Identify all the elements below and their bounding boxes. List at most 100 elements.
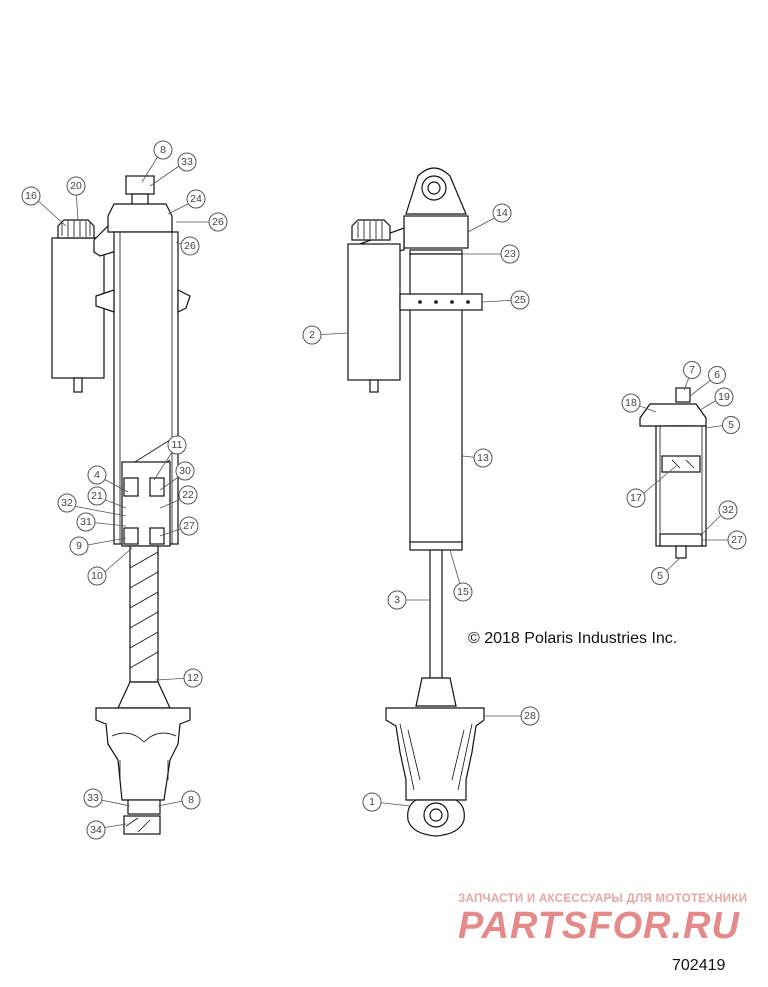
callout-10: 10 <box>87 566 107 586</box>
watermark-logo: PARTSFOR.RU <box>458 905 740 947</box>
svg-text:20: 20 <box>70 180 82 192</box>
left-reservoir-valve <box>73 377 83 393</box>
svg-text:26: 26 <box>184 240 196 252</box>
callout-26-a: 26 <box>208 212 228 232</box>
svg-text:23: 23 <box>504 248 516 260</box>
callout-16: 16 <box>21 186 41 206</box>
callout-8-bottom: 8 <box>181 790 201 810</box>
svg-text:28: 28 <box>524 710 536 722</box>
callout-22: 22 <box>178 485 198 505</box>
left-lower-clevis <box>95 707 191 801</box>
svg-text:27: 27 <box>183 520 195 532</box>
callout-33-bottom: 33 <box>83 788 103 808</box>
left-shaft <box>129 545 159 683</box>
callout-34: 34 <box>86 820 106 840</box>
callout-20: 20 <box>66 176 86 196</box>
center-shock-assembly <box>347 167 485 837</box>
center-top-eye-inner <box>427 181 441 195</box>
left-shock-assembly <box>51 175 191 835</box>
center-reservoir-cap <box>351 219 391 241</box>
right-end-cap <box>659 533 703 547</box>
right-bottom-valve <box>675 545 687 559</box>
svg-text:33: 33 <box>181 156 193 168</box>
callout-5-bottom: 5 <box>651 567 669 585</box>
svg-text:10: 10 <box>91 570 103 582</box>
callout-27-left: 27 <box>179 516 199 536</box>
callout-24: 24 <box>186 189 206 209</box>
svg-text:3: 3 <box>394 594 400 606</box>
left-top-mount <box>107 203 173 233</box>
callout-25: 25 <box>510 290 530 310</box>
callout-1: 1 <box>362 792 382 812</box>
svg-text:4: 4 <box>94 469 100 481</box>
left-bumper-l <box>95 289 115 313</box>
diagram-number: 702419 <box>672 957 726 974</box>
callout-19: 19 <box>714 387 734 407</box>
callout-17: 17 <box>626 488 646 508</box>
left-bumper-r <box>177 289 191 313</box>
callout-3: 3 <box>387 590 407 610</box>
leader-lines <box>35 152 732 830</box>
callout-30: 30 <box>175 461 195 481</box>
callout-15: 15 <box>453 582 473 602</box>
svg-text:30: 30 <box>179 465 191 477</box>
svg-text:25: 25 <box>514 294 526 306</box>
watermark-subtitle: ЗАПЧАСТИ И АКСЕССУАРЫ ДЛЯ МОТОТЕХНИКИ <box>458 893 748 905</box>
callout-32-left: 32 <box>57 493 77 513</box>
callout-27-right: 27 <box>727 530 747 550</box>
callout-6: 6 <box>708 366 726 384</box>
callout-5-top: 5 <box>722 416 740 434</box>
right-reservoir-body <box>655 425 707 547</box>
copyright-notice: © 2018 Polaris Industries Inc. <box>468 630 678 647</box>
callout-4: 4 <box>87 465 107 485</box>
callout-33-top: 33 <box>177 152 197 172</box>
svg-text:11: 11 <box>172 439 183 451</box>
svg-text:1: 1 <box>369 796 375 808</box>
right-reservoir-assembly <box>639 387 707 559</box>
center-lower-clevis <box>385 707 485 801</box>
left-lower-bracket <box>117 681 171 709</box>
callout-32-right: 32 <box>718 500 738 520</box>
left-reservoir <box>51 237 105 379</box>
callout-12: 12 <box>183 668 203 688</box>
center-bottom-eye-inner <box>429 808 443 822</box>
svg-text:8: 8 <box>188 794 194 806</box>
callout-8-top: 8 <box>153 140 173 160</box>
callout-18: 18 <box>621 393 641 413</box>
left-bottom-bearing <box>127 799 161 815</box>
svg-text:22: 22 <box>182 489 194 501</box>
callout-23: 23 <box>500 244 520 264</box>
svg-text:15: 15 <box>457 586 469 598</box>
svg-text:32: 32 <box>722 504 734 516</box>
svg-text:18: 18 <box>625 397 637 409</box>
left-top-bearing <box>125 175 155 195</box>
callout-26-b: 26 <box>180 236 200 256</box>
svg-text:17: 17 <box>630 492 642 504</box>
center-shaft <box>429 549 443 679</box>
svg-text:9: 9 <box>76 540 82 552</box>
svg-text:33: 33 <box>87 792 99 804</box>
center-lower-bumper <box>415 677 457 707</box>
svg-text:7: 7 <box>689 364 695 376</box>
svg-text:19: 19 <box>718 391 730 403</box>
center-seal-cap <box>409 541 463 551</box>
callout-2: 2 <box>302 325 322 345</box>
callout-9: 9 <box>69 536 89 556</box>
svg-text:12: 12 <box>187 672 199 684</box>
svg-text:34: 34 <box>90 824 102 836</box>
callout-21: 21 <box>87 486 107 506</box>
svg-text:31: 31 <box>80 516 92 528</box>
center-reservoir-valve <box>369 379 379 393</box>
right-floating-piston <box>661 455 701 473</box>
svg-text:8: 8 <box>160 144 166 156</box>
callout-28: 28 <box>520 706 540 726</box>
svg-text:5: 5 <box>728 419 734 431</box>
svg-text:27: 27 <box>731 534 743 546</box>
left-reservoir-cap <box>57 219 95 239</box>
callout-7: 7 <box>683 361 701 379</box>
left-bottom-spacer <box>123 815 161 835</box>
right-top-valve <box>675 387 691 403</box>
svg-text:5: 5 <box>657 570 663 582</box>
callout-14: 14 <box>492 203 512 223</box>
